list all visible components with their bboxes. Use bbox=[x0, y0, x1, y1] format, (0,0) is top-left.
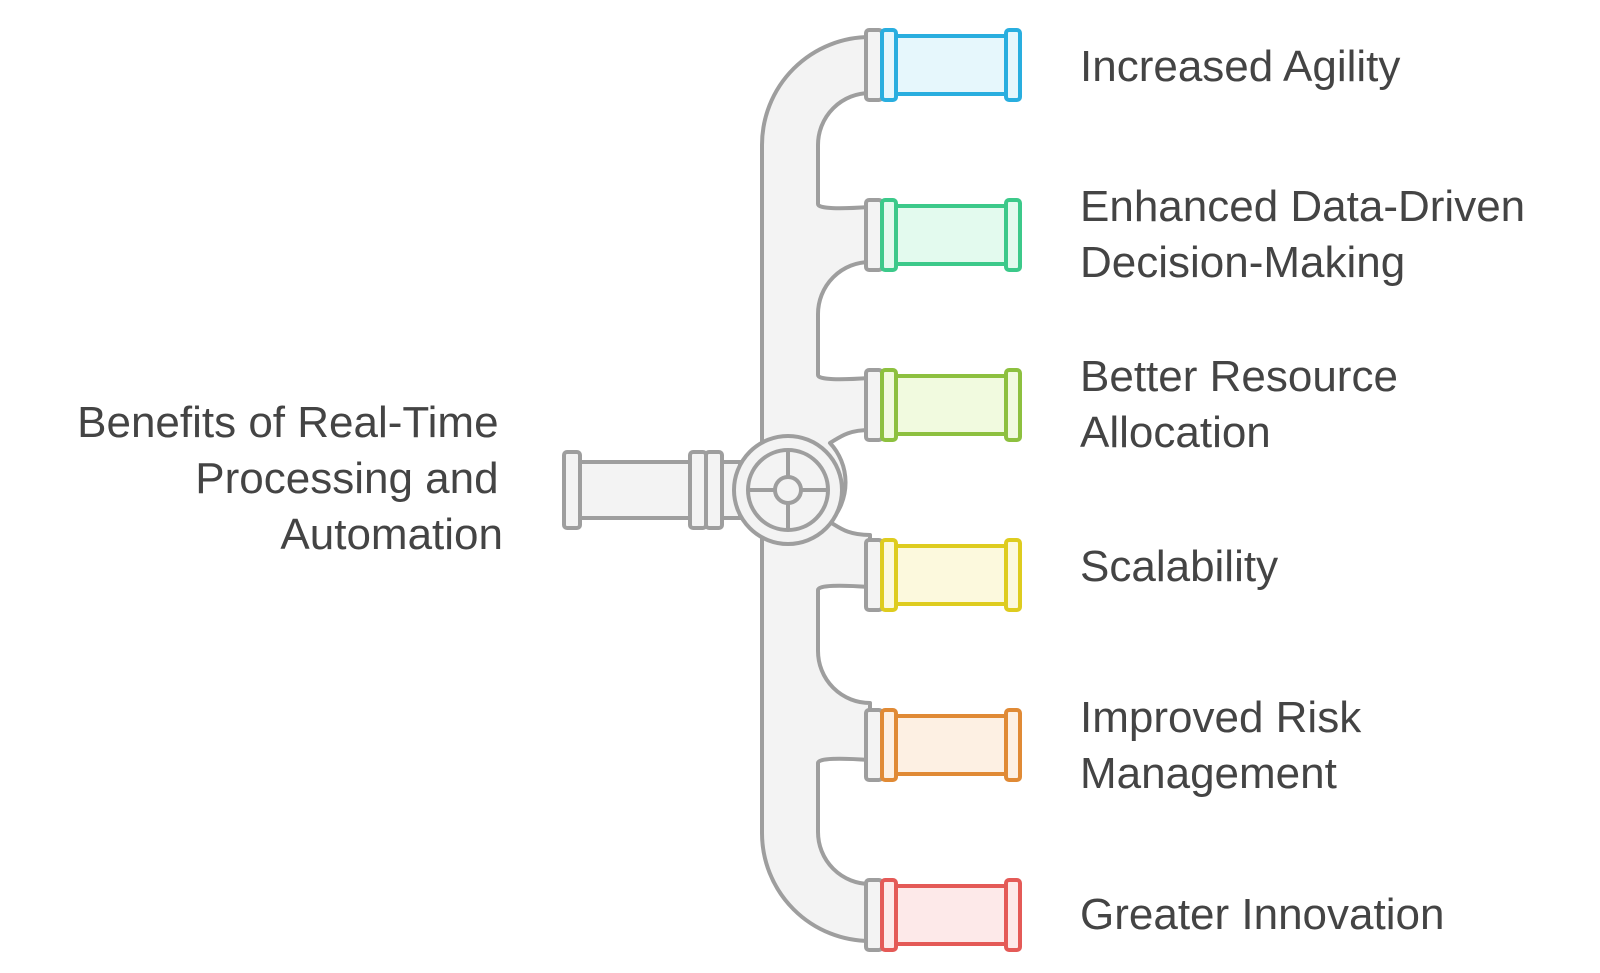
diagram-title: Benefits of Real-Time Processing and Aut… bbox=[77, 398, 503, 559]
output-label-line: Increased Agility bbox=[1080, 42, 1400, 91]
input-pipe bbox=[562, 450, 742, 530]
pipe-body bbox=[894, 204, 1008, 266]
pipe-body bbox=[894, 714, 1008, 776]
pipe-end-flange bbox=[1004, 28, 1022, 102]
pipe-end-flange bbox=[1004, 368, 1022, 442]
pipe-body bbox=[894, 34, 1008, 96]
pipe-end-flange bbox=[1004, 538, 1022, 612]
output-label-line: Greater Innovation bbox=[1080, 890, 1444, 939]
output-pipe-greater-innovation bbox=[864, 878, 1022, 952]
pipe-flange bbox=[880, 878, 898, 952]
output-pipe-increased-agility bbox=[864, 28, 1022, 102]
title-line: Automation bbox=[280, 510, 503, 559]
pipe-flange bbox=[880, 198, 898, 272]
output-label-resource-allocation: Better Resource Allocation bbox=[1080, 352, 1410, 457]
pipe-collar bbox=[864, 28, 884, 102]
output-label-line: Better Resource bbox=[1080, 352, 1398, 401]
pipe-collar bbox=[864, 708, 884, 782]
output-label-line: Decision-Making bbox=[1080, 238, 1405, 287]
title-line: Benefits of Real-Time bbox=[77, 398, 498, 447]
pipe-collar bbox=[864, 368, 884, 442]
pipe-body bbox=[894, 544, 1008, 606]
output-pipe-risk-management bbox=[864, 708, 1022, 782]
output-label-line: Enhanced Data-Driven bbox=[1080, 182, 1525, 231]
pipe-end-flange bbox=[1004, 878, 1022, 952]
pipe-flange bbox=[880, 368, 898, 442]
pipe-flange bbox=[880, 538, 898, 612]
pipe-end-flange bbox=[1004, 198, 1022, 272]
output-label-scalability: Scalability bbox=[1080, 542, 1278, 591]
output-label-line: Improved Risk bbox=[1080, 693, 1362, 742]
output-label-greater-innovation: Greater Innovation bbox=[1080, 890, 1444, 939]
output-label-line: Allocation bbox=[1080, 408, 1271, 457]
output-pipes bbox=[864, 28, 1022, 952]
pipe-collar bbox=[864, 538, 884, 612]
pipe-collar bbox=[864, 198, 884, 272]
output-pipe-scalability bbox=[864, 538, 1022, 612]
output-label-line: Scalability bbox=[1080, 542, 1278, 591]
output-label-increased-agility: Increased Agility bbox=[1080, 42, 1400, 91]
output-label-risk-management: Improved Risk Management bbox=[1080, 693, 1373, 798]
pipe-body bbox=[894, 884, 1008, 946]
output-label-line: Management bbox=[1080, 749, 1337, 798]
pipe-body bbox=[894, 374, 1008, 436]
pipe-end-flange bbox=[1004, 708, 1022, 782]
output-label-data-driven: Enhanced Data-Driven Decision-Making bbox=[1080, 182, 1537, 287]
pipe-flange bbox=[880, 708, 898, 782]
pipe-flange bbox=[880, 28, 898, 102]
pipe-collar bbox=[864, 878, 884, 952]
valve-wheel-icon bbox=[732, 434, 844, 546]
output-pipe-resource-allocation bbox=[864, 368, 1022, 442]
title-line: Processing and bbox=[195, 454, 498, 503]
output-pipe-data-driven bbox=[864, 198, 1022, 272]
